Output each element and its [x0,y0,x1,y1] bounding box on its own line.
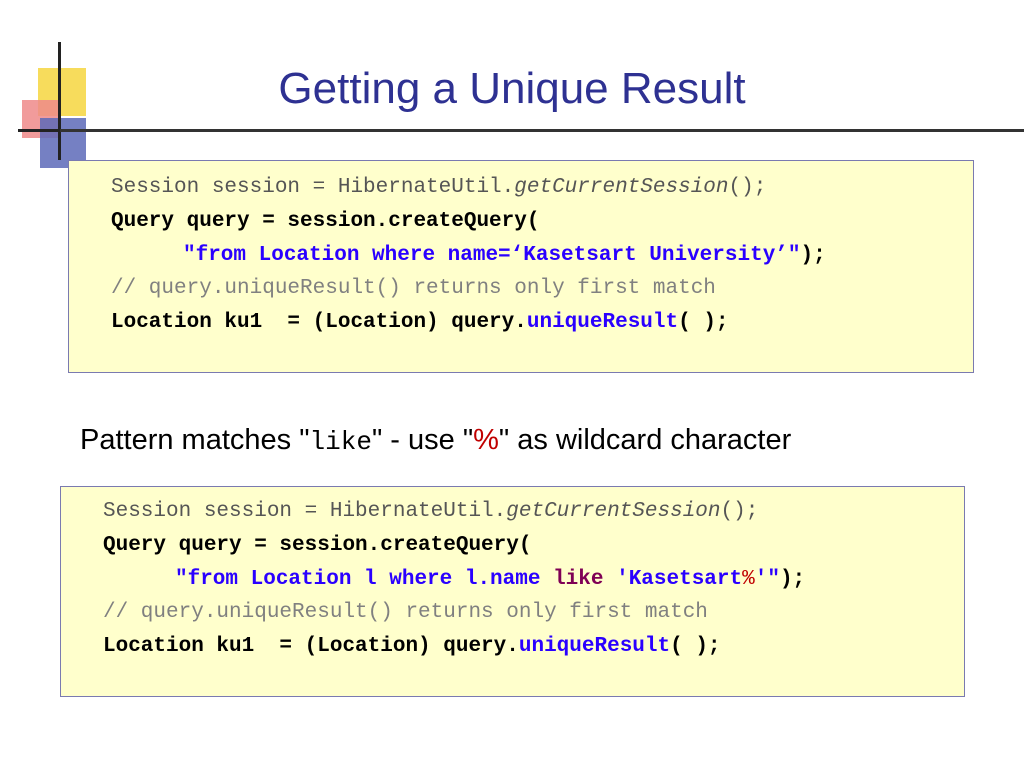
code-string: "from Location where name=‘Kasetsart Uni… [183,243,801,267]
logo-horizontal-line [18,129,90,132]
code-text: ); [779,567,806,591]
code-text: ); [800,243,826,267]
slide-title: Getting a Unique Result [278,64,746,113]
title-divider [60,129,1024,132]
code-method: getCurrentSession [506,500,721,523]
pattern-text: Pattern matches " [80,424,310,456]
code-method: uniqueResult [518,635,671,659]
logo-blue-square [40,118,86,168]
code-text: Location ku1 = (Location) query. [103,635,519,659]
code-text: (); [728,176,767,199]
code-wildcard: % [742,567,755,591]
code-block-like-query: Session session = HibernateUtil.getCurre… [60,486,965,697]
code-line: Location ku1 = (Location) query.uniqueRe… [103,630,964,664]
code-line: Location ku1 = (Location) query.uniqueRe… [111,306,973,340]
pattern-description: Pattern matches "like" - use "%" as wild… [80,424,791,457]
code-keyword: like [553,567,604,591]
code-text: Query query = session.createQuery( [103,533,532,557]
pattern-text: " - use " [371,424,474,456]
logo-vertical-line [58,42,61,160]
code-string: "from Location l where l.name [175,567,554,591]
code-comment: // query.uniqueResult() returns only fir… [103,601,708,625]
code-line: Session session = HibernateUtil.getCurre… [103,495,964,529]
code-method: getCurrentSession [514,176,729,199]
code-line: "from Location l where l.name like 'Kase… [103,563,964,597]
code-text: ( ); [678,311,729,335]
code-text: ( ); [670,635,721,659]
code-text: (); [720,500,759,523]
code-text: Session session = HibernateUtil. [103,500,507,523]
code-line: Query query = session.createQuery( [111,205,973,239]
code-line: Query query = session.createQuery( [103,529,964,563]
code-block-unique-result: Session session = HibernateUtil.getCurre… [68,160,974,373]
code-method: uniqueResult [526,311,679,335]
wildcard-symbol: % [473,424,499,456]
slide-logo [0,0,100,180]
code-line: "from Location where name=‘Kasetsart Uni… [111,239,973,273]
pattern-text: " as wildcard character [498,424,792,456]
code-line: Session session = HibernateUtil.getCurre… [111,171,973,205]
code-text: Location ku1 = (Location) query. [111,311,527,335]
code-text: Query query = session.createQuery( [111,209,540,233]
code-text: Session session = HibernateUtil. [111,176,515,199]
code-string: '" [754,567,780,591]
code-string: 'Kasetsart [603,567,743,591]
code-comment: // query.uniqueResult() returns only fir… [111,277,716,301]
like-keyword: like [309,427,372,457]
